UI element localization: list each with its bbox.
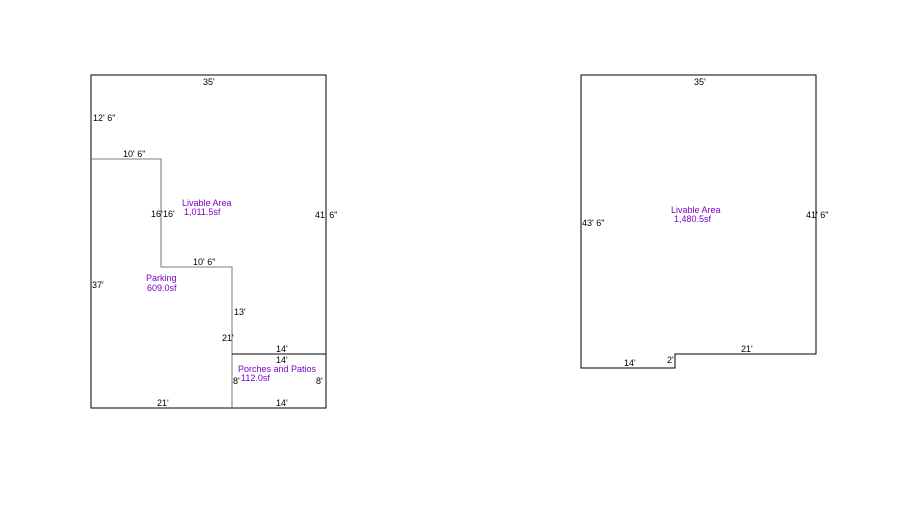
parking-area-value: 609.0sf — [147, 283, 177, 293]
parking-dim-step-left: 16' — [151, 209, 163, 219]
porch-area-value: 112.0sf — [241, 373, 270, 383]
left-dim-bottom-left: 21' — [157, 398, 169, 408]
livable-area-label: Livable Area — [182, 198, 232, 208]
right-plan-outline — [580, 74, 817, 369]
right-dim-step: 2' — [667, 355, 674, 365]
porch-dim-top-inner: 14' — [276, 355, 288, 365]
parking-dim-right-lower: 21' — [222, 333, 234, 343]
right-livable-area-label: Livable Area — [671, 205, 721, 215]
left-dim-top: 35' — [203, 77, 215, 87]
porch-dim-left: 8' — [233, 376, 240, 386]
parking-dim-mid: 10' 6" — [193, 257, 215, 267]
parking-dim-right-upper: 13' — [234, 307, 246, 317]
parking-dim-top: 10' 6" — [123, 149, 145, 159]
left-dim-left-lower: 37' — [92, 280, 104, 290]
right-dim-bottom-left: 14' — [624, 358, 636, 368]
right-livable-area-value: 1,480.5sf — [674, 214, 712, 224]
parking-dim-step-right: 16' — [163, 209, 175, 219]
left-floor-plan: 35' 12' 6" 37' 41' 6" 10' 6" 16' 16' 10'… — [90, 74, 337, 409]
right-dim-left: 43' 6" — [582, 218, 604, 228]
left-dim-left-upper: 12' 6" — [93, 113, 115, 123]
right-dim-bottom-right: 21' — [741, 344, 753, 354]
right-dim-right: 41' 6" — [806, 210, 828, 220]
porch-dim-right: 8' — [316, 376, 323, 386]
left-dim-bottom-right: 14' — [276, 398, 288, 408]
parking-area-label: Parking — [146, 273, 177, 283]
left-dim-right: 41' 6" — [315, 210, 337, 220]
parking-boundary — [91, 158, 233, 408]
porch-dim-top-outer: 14' — [276, 344, 288, 354]
porch-area-label: Porches and Patios — [238, 364, 317, 374]
right-dim-top: 35' — [694, 77, 706, 87]
livable-area-value: 1,011.5sf — [184, 207, 221, 217]
left-plan-outline — [90, 74, 327, 409]
right-floor-plan: 35' 43' 6" 41' 6" 14' 2' 21' Livable Are… — [580, 74, 828, 369]
